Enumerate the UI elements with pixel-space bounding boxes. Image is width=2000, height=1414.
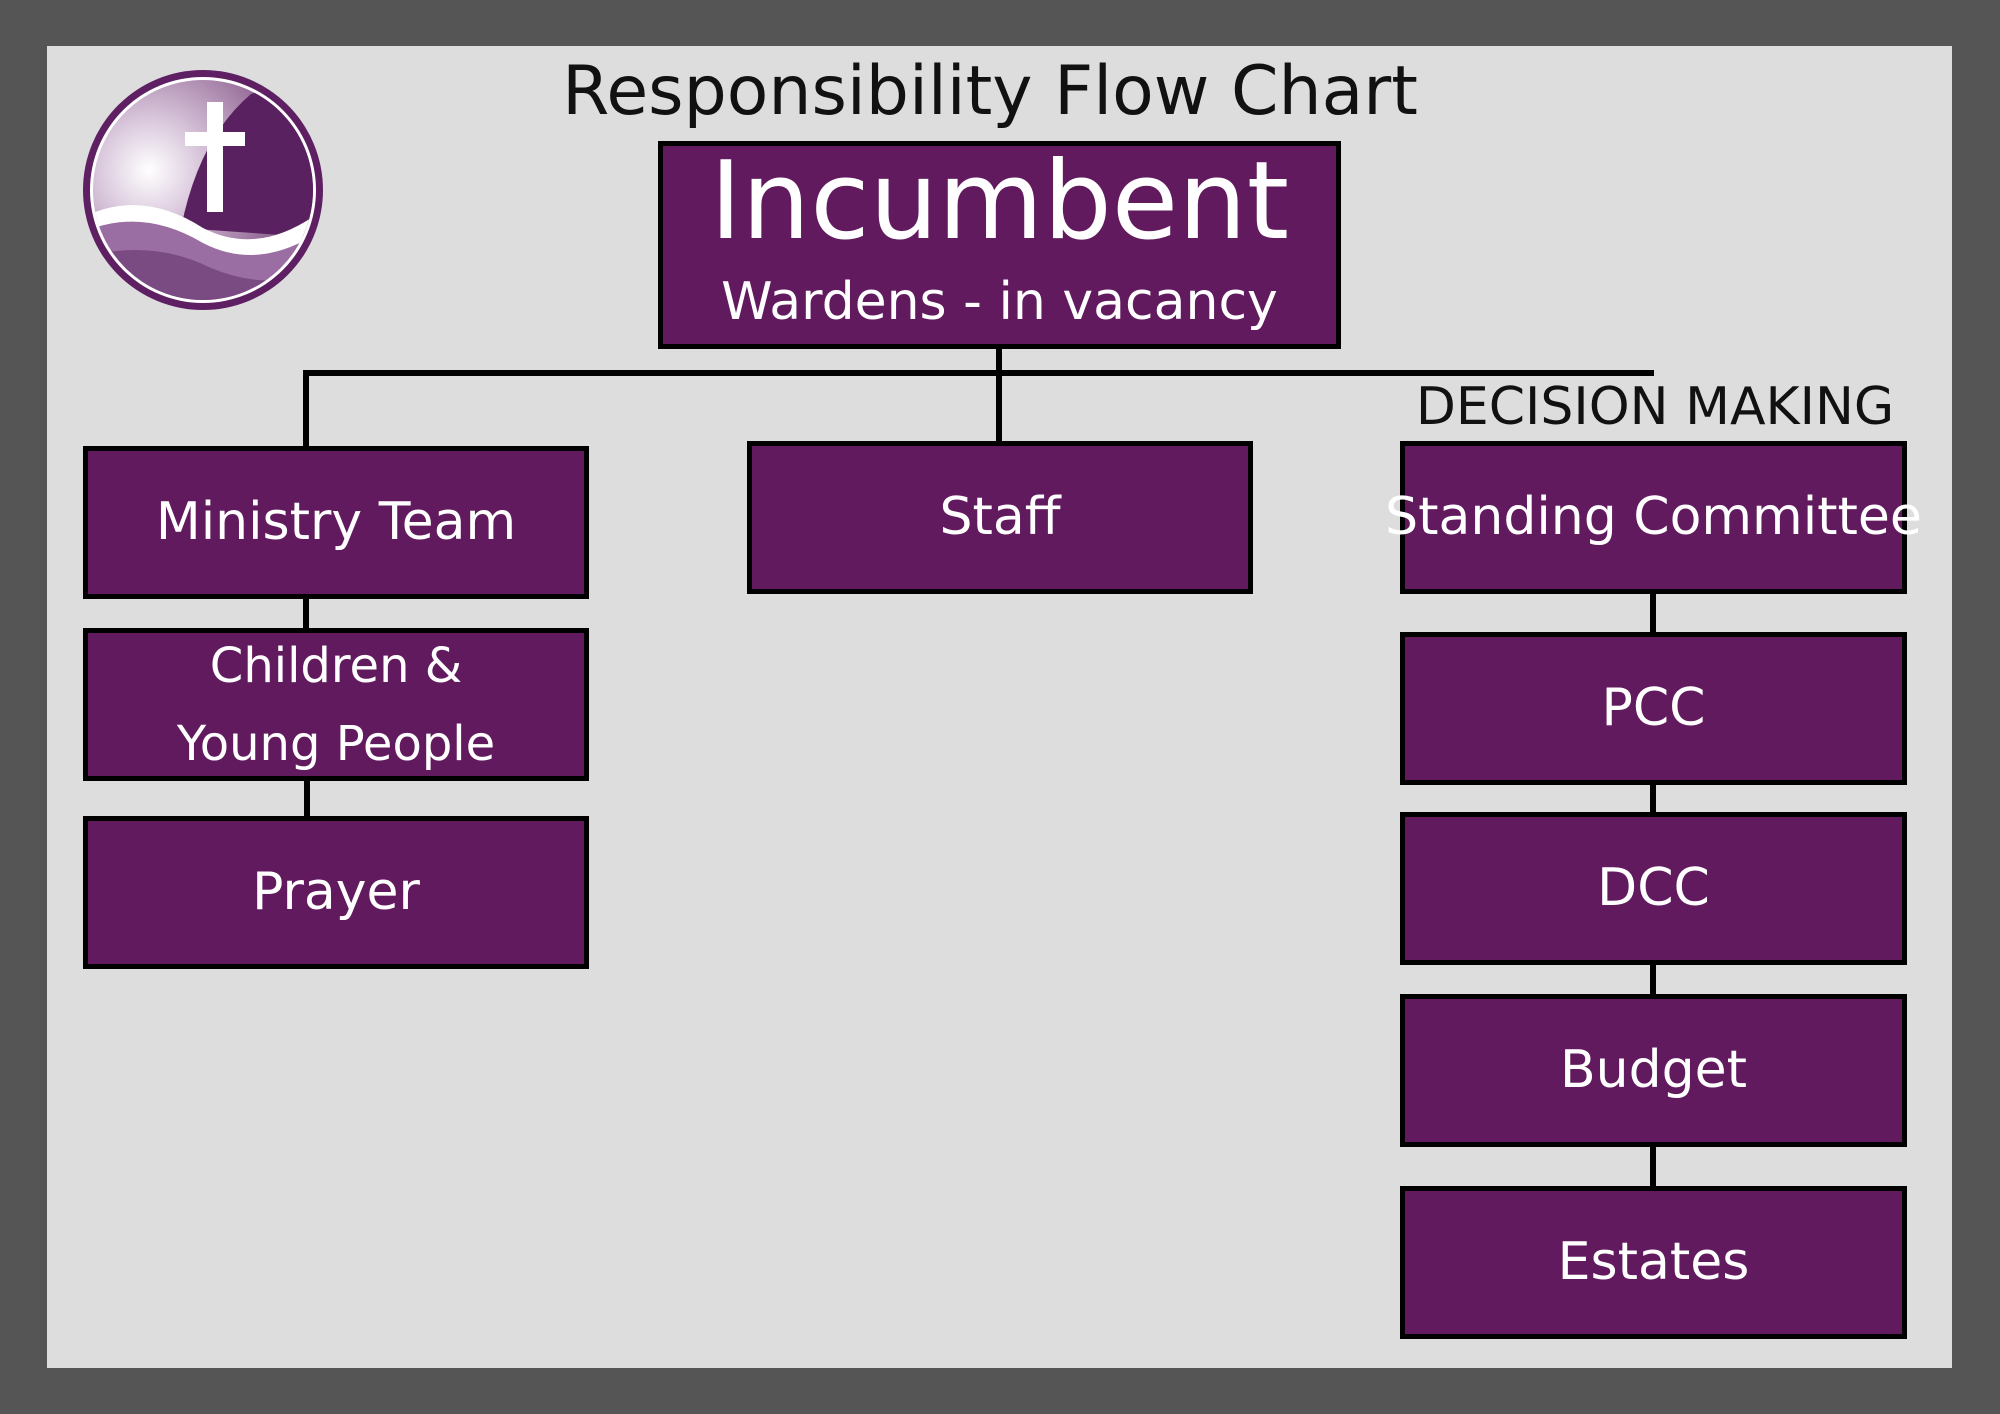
- estates-label: Estates: [1557, 1232, 1750, 1293]
- standing-committee-label: Standing Committee: [1385, 487, 1922, 548]
- pcc-box: PCC: [1400, 632, 1907, 785]
- budget-label: Budget: [1559, 1040, 1748, 1101]
- children-young-people-box: Children & Young People: [83, 628, 589, 781]
- pcc-label: PCC: [1601, 678, 1706, 739]
- estates-box: Estates: [1400, 1186, 1907, 1339]
- connector-right-4: [1650, 1142, 1656, 1190]
- page-title: Responsibility Flow Chart: [562, 52, 1418, 131]
- prayer-box: Prayer: [83, 816, 589, 969]
- staff-label: Staff: [939, 487, 1061, 548]
- dcc-box: DCC: [1400, 812, 1907, 965]
- connector-horizontal: [306, 370, 1654, 376]
- connector-right-2: [1650, 780, 1656, 816]
- staff-box: Staff: [747, 441, 1253, 594]
- standing-committee-box: Standing Committee: [1385, 441, 1922, 594]
- connector-right-1: [1650, 590, 1656, 634]
- ministry-team-box: Ministry Team: [83, 446, 589, 599]
- connector-center-drop: [996, 344, 1002, 444]
- decision-making-heading: DECISION MAKING: [1415, 377, 1895, 437]
- incumbent-box: Incumbent Wardens - in vacancy: [658, 141, 1341, 349]
- connector-left-2: [304, 778, 310, 818]
- connector-right-3: [1650, 960, 1656, 998]
- ministry-team-label: Ministry Team: [155, 492, 517, 553]
- incumbent-label: Incumbent: [709, 139, 1290, 264]
- cross-and-wave-icon: [83, 70, 323, 310]
- young-people-label: Young People: [176, 715, 496, 772]
- connector-left-drop: [303, 370, 309, 446]
- budget-box: Budget: [1400, 994, 1907, 1147]
- prayer-label: Prayer: [252, 862, 420, 923]
- wardens-label: Wardens - in vacancy: [721, 272, 1278, 332]
- dcc-label: DCC: [1597, 858, 1710, 919]
- children-label: Children &: [209, 637, 463, 694]
- connector-left-1: [303, 594, 309, 630]
